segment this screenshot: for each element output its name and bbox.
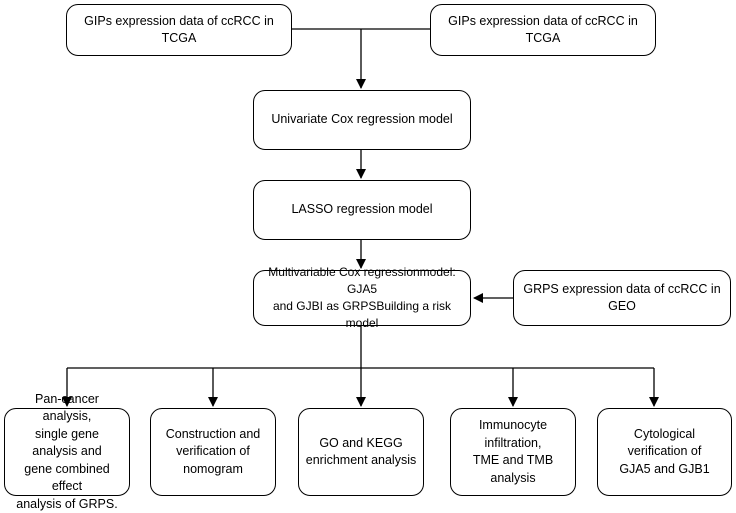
node-univariate: Univariate Cox regression model <box>253 90 471 150</box>
node-pancancer: Pan-cancer analysis, single gene analysi… <box>4 392 130 511</box>
node-tcga-right-label: GIPs expression data of ccRCC in TCGA <box>448 13 638 46</box>
node-nomogram: Construction and verification of nomogra… <box>150 408 276 496</box>
node-tcga-right: GIPs expression data of ccRCC in TCGA <box>430 4 656 56</box>
node-cytological-label: Cytological verification of GJA5 and GJB… <box>619 426 710 476</box>
node-immunocyte: Immunocyte infiltration, TME and TMB ana… <box>450 408 576 496</box>
node-tcga-left: GIPs expression data of ccRCC in TCGA <box>66 4 292 56</box>
node-go-kegg-label: GO and KEGG enrichment analysis <box>305 435 417 468</box>
node-tcga-left-label: GIPs expression data of ccRCC in TCGA <box>84 13 274 46</box>
node-nomogram-label: Construction and verification of nomogra… <box>165 426 261 476</box>
node-multivariable: Multivariable Cox regressionmodel: GJA5 … <box>253 265 471 330</box>
node-cytological: Cytological verification of GJA5 and GJB… <box>597 408 732 496</box>
node-lasso: LASSO regression model <box>253 180 471 240</box>
node-multivariable-label: Multivariable Cox regressionmodel: GJA5 … <box>268 265 456 330</box>
node-pancancer-label: Pan-cancer analysis, single gene analysi… <box>16 391 118 511</box>
node-univariate-label: Univariate Cox regression model <box>271 112 453 127</box>
node-go-kegg: GO and KEGG enrichment analysis <box>298 408 424 496</box>
node-lasso-label: LASSO regression model <box>291 202 433 217</box>
node-geo-label: GRPS expression data of ccRCC in GEO <box>523 281 721 314</box>
node-geo: GRPS expression data of ccRCC in GEO <box>513 270 731 326</box>
node-immunocyte-label: Immunocyte infiltration, TME and TMB ana… <box>472 418 554 485</box>
